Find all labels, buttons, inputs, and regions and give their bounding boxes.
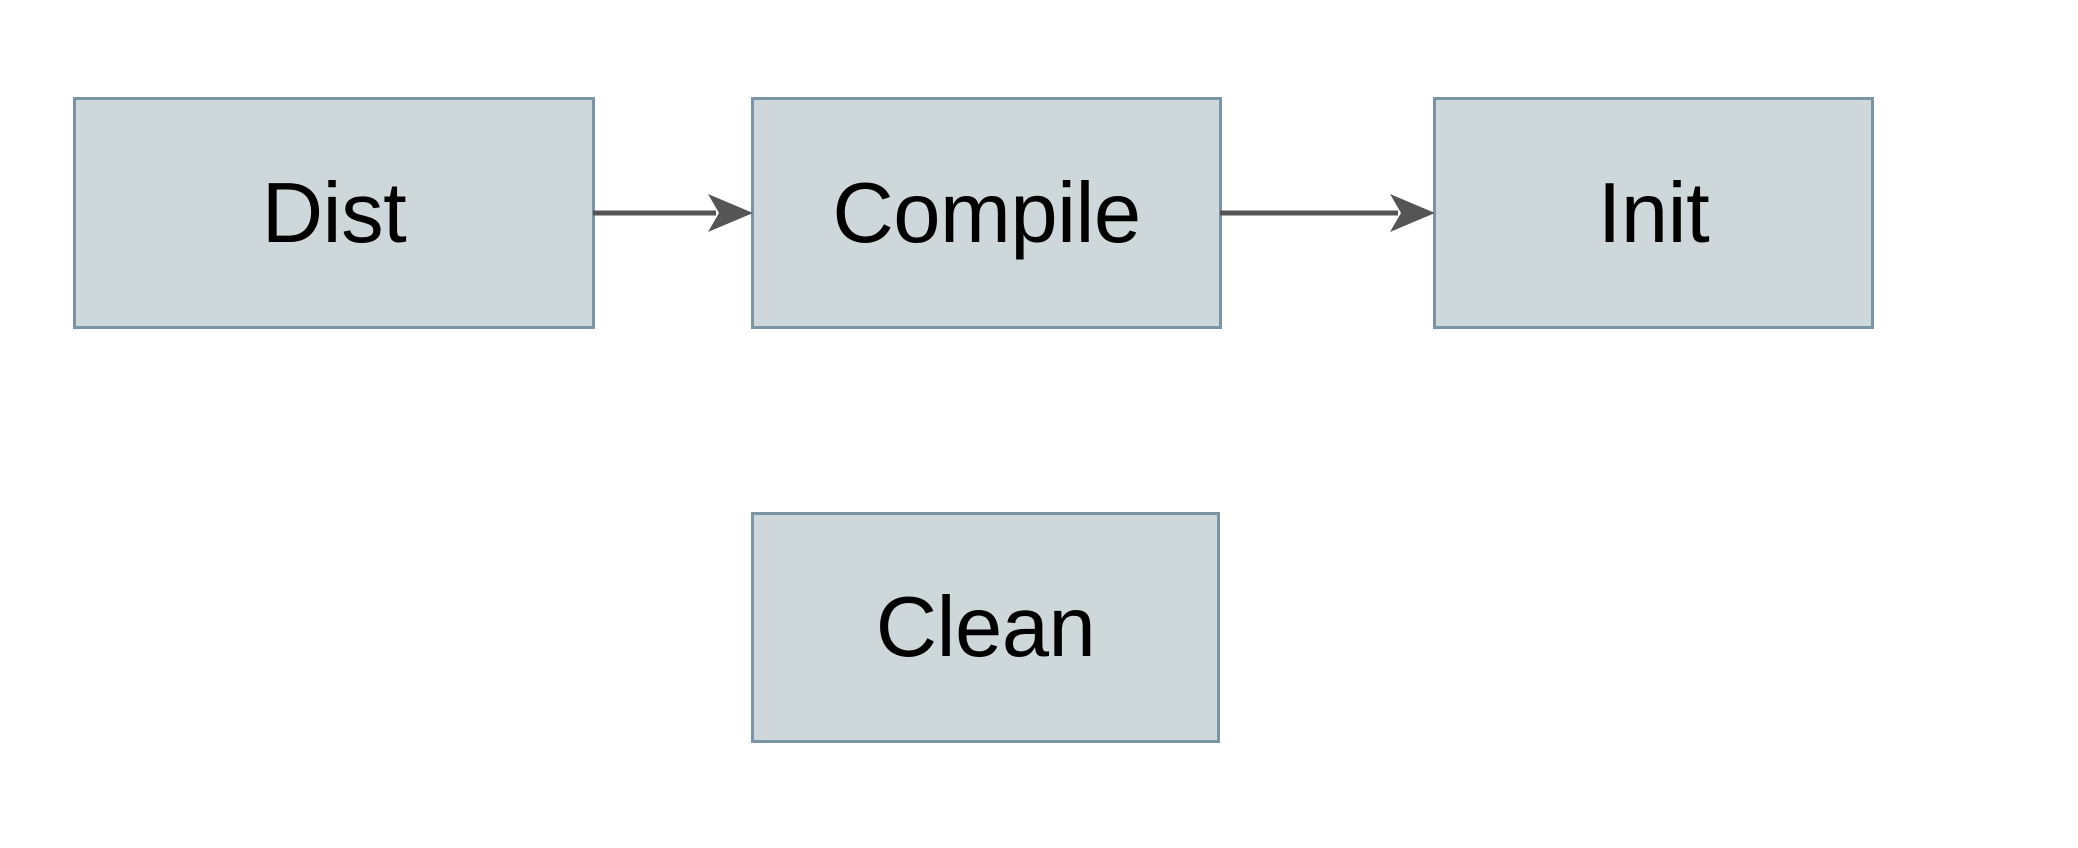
arrowhead-icon	[1390, 194, 1435, 232]
node-dist[interactable]: Dist	[73, 97, 595, 329]
node-compile-label: Compile	[832, 165, 1141, 261]
node-init[interactable]: Init	[1433, 97, 1874, 329]
edge-dist-to-compile[interactable]	[592, 183, 754, 243]
edge-compile-to-init[interactable]	[1219, 183, 1436, 243]
node-dist-label: Dist	[261, 165, 407, 261]
node-clean[interactable]: Clean	[751, 512, 1220, 743]
node-init-label: Init	[1597, 165, 1710, 261]
arrowhead-icon	[708, 194, 753, 232]
node-compile[interactable]: Compile	[751, 97, 1222, 329]
node-clean-label: Clean	[875, 580, 1096, 675]
